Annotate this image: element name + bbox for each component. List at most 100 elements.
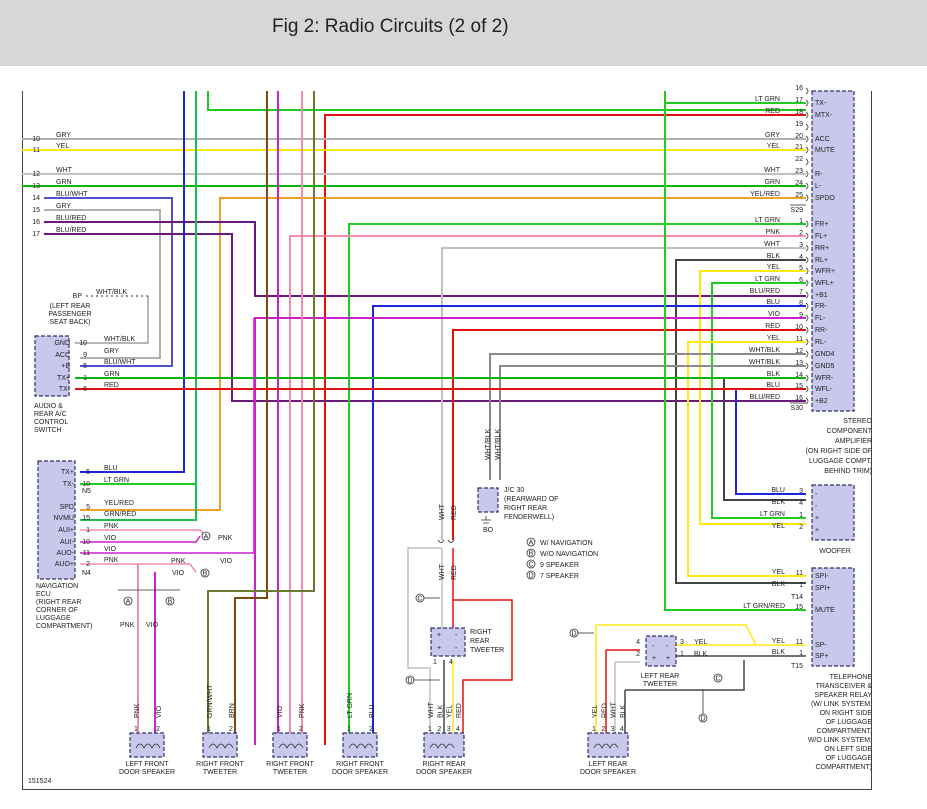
figure-id: 151524: [28, 778, 51, 785]
lr-tweeter-pin: 4: [636, 639, 640, 646]
ground-symbol: [481, 516, 491, 524]
jc-wire-label: WHT/BLK: [485, 429, 492, 460]
wire-lt-grn-red-mute: [664, 91, 806, 611]
audio-pin-name: ACC: [55, 352, 70, 359]
amp-pin-number: 1: [799, 218, 803, 225]
audio-caption: REAR A/C: [34, 411, 67, 418]
audio-wire-label: GRN: [104, 371, 120, 378]
rr-tweeter-plus: +: [437, 632, 441, 639]
spk_lf-wire-label: VIO: [156, 705, 163, 718]
woofer-pin-number: 2: [799, 524, 803, 531]
amp-pin-terminal: [805, 326, 809, 334]
option-marker-letter: D: [700, 716, 705, 723]
rr-inline-connector: [437, 539, 455, 543]
nav-pin-name: AUO-: [57, 550, 75, 557]
tel-wire-label: YEL: [772, 638, 785, 645]
woofer-wire-label: BLK: [772, 499, 786, 506]
tel-pin-number: 15: [795, 604, 803, 611]
amp-wire-label: BLK: [767, 371, 781, 378]
tel-caption: ON LEFT SIDE: [824, 746, 872, 753]
nav-caption: LUGGAGE: [36, 615, 71, 622]
audio-wire-label: RED: [104, 382, 119, 389]
amp-pin-terminal: [805, 232, 809, 240]
tel-wire-label: BLK: [772, 581, 786, 588]
tel-connector-t15: T15: [791, 663, 803, 670]
audio-pin-number: 9: [83, 352, 87, 359]
spk_rr-caption: RIGHT REAR: [422, 761, 465, 768]
amp-pin-number: 16: [795, 395, 803, 402]
rr-tweeter-pin: 4: [449, 659, 453, 666]
nav-pin-name: TX+: [61, 469, 74, 476]
amp-pin-number: 17: [795, 97, 803, 104]
spk_rr-wire-label: WHT: [428, 701, 435, 718]
tel-caption: ON RIGHT SIDE: [820, 710, 873, 717]
tel-caption: COMPARTMENT): [815, 764, 872, 771]
amp-wire-label: RED: [765, 108, 780, 115]
amp-pin-number: 12: [795, 348, 803, 355]
figure-header: Fig 2: Radio Circuits (2 of 2): [0, 0, 927, 66]
amp-pin-terminal: [805, 135, 809, 143]
amp-pin-number: 19: [795, 121, 803, 128]
wire-blu-nav-tx: [80, 91, 185, 473]
left-terminal-wire: BLU/RED: [56, 215, 86, 222]
amp-pin-name: WFR+: [815, 268, 835, 275]
amp-pin-terminal: [805, 362, 809, 370]
rr-tweeter-pin: 1: [433, 659, 437, 666]
audio-pin-number: 5: [83, 363, 87, 370]
nav-wire-label: YEL/RED: [104, 500, 134, 507]
audio-wire-label: WHT/BLK: [104, 336, 135, 343]
nav-pin-number: 11: [83, 550, 90, 557]
amp-pin-number: 5: [799, 265, 803, 272]
amp-pin-name: FR+: [815, 221, 828, 228]
wire-wht-blk-gnd4: [489, 353, 806, 480]
amp-pin-name: FL+: [815, 233, 827, 240]
wire-layer: [22, 91, 806, 745]
tw_rf2-caption: RIGHT FRONT: [266, 761, 314, 768]
tw_rf-wire-label: BRN: [229, 703, 236, 718]
spk_rf-wire-label: LT GRN: [347, 693, 354, 718]
audio-pin-number: 1: [83, 375, 87, 382]
diagram-frame: [22, 91, 872, 790]
wire-lt-grn-wfl: [711, 282, 806, 519]
nav-pin-name: NVMU: [53, 515, 74, 522]
option-marker-C: [713, 673, 723, 683]
amp-pin-name: WFL-: [815, 386, 833, 393]
nav-pin-name: AUI-: [60, 539, 75, 546]
amp-pin-name: WFL+: [815, 280, 834, 287]
spk_lr-coil: [593, 743, 619, 749]
amp-pin-terminal: [805, 385, 809, 393]
figure-title: Fig 2: Radio Circuits (2 of 2): [272, 16, 509, 37]
left-terminal-wire: BLU/RED: [56, 227, 86, 234]
spk_lr-caption: DOOR SPEAKER: [580, 769, 636, 776]
spk_rf-caption: DOOR SPEAKER: [332, 769, 388, 776]
wire-blu-fr: [372, 305, 806, 745]
left-terminal-number: 15: [32, 207, 40, 214]
woofer-pin-number: 1: [799, 512, 803, 519]
amp-caption: COMPONENT: [827, 428, 873, 435]
amp-pin-number: 24: [795, 180, 803, 187]
legend-text: W/ NAVIGATION: [540, 540, 593, 547]
rr-tweeter-caption: REAR: [470, 638, 489, 645]
wire-pnk-aui-plus: [80, 529, 207, 537]
wire-blk-lr-tel: [625, 660, 745, 691]
amp-wire-label: PNK: [766, 229, 781, 236]
nav-caption: CORNER OF: [36, 607, 78, 614]
lr-tweeter-wire: YEL: [694, 639, 707, 646]
wire-grn-red-nvmu: [80, 91, 197, 521]
jc30-box: [477, 487, 499, 513]
jc30-caption: RIGHT REAR: [504, 505, 547, 512]
wire-blu-red-16: [44, 221, 806, 297]
spk_rr-wire-label: YEL: [447, 705, 454, 718]
nav-wire-label: VIO: [104, 535, 117, 542]
spk_lf-coil: [135, 743, 161, 749]
lr-tweeter-caption: TWEETER: [643, 681, 677, 688]
amp-pin-name: FL-: [815, 315, 826, 322]
amp-pin-name: +B1: [815, 292, 828, 299]
jc30-caption: FENDERWELL): [504, 514, 554, 521]
amp-pin-number: 2: [799, 230, 803, 237]
spk_rf-wire-label: BLU: [369, 704, 376, 718]
nav-caption: NAVIGATION: [36, 583, 78, 590]
tel-caption: SPEAKER RELAY: [815, 692, 873, 699]
woofer-pin-name: +: [815, 515, 819, 522]
